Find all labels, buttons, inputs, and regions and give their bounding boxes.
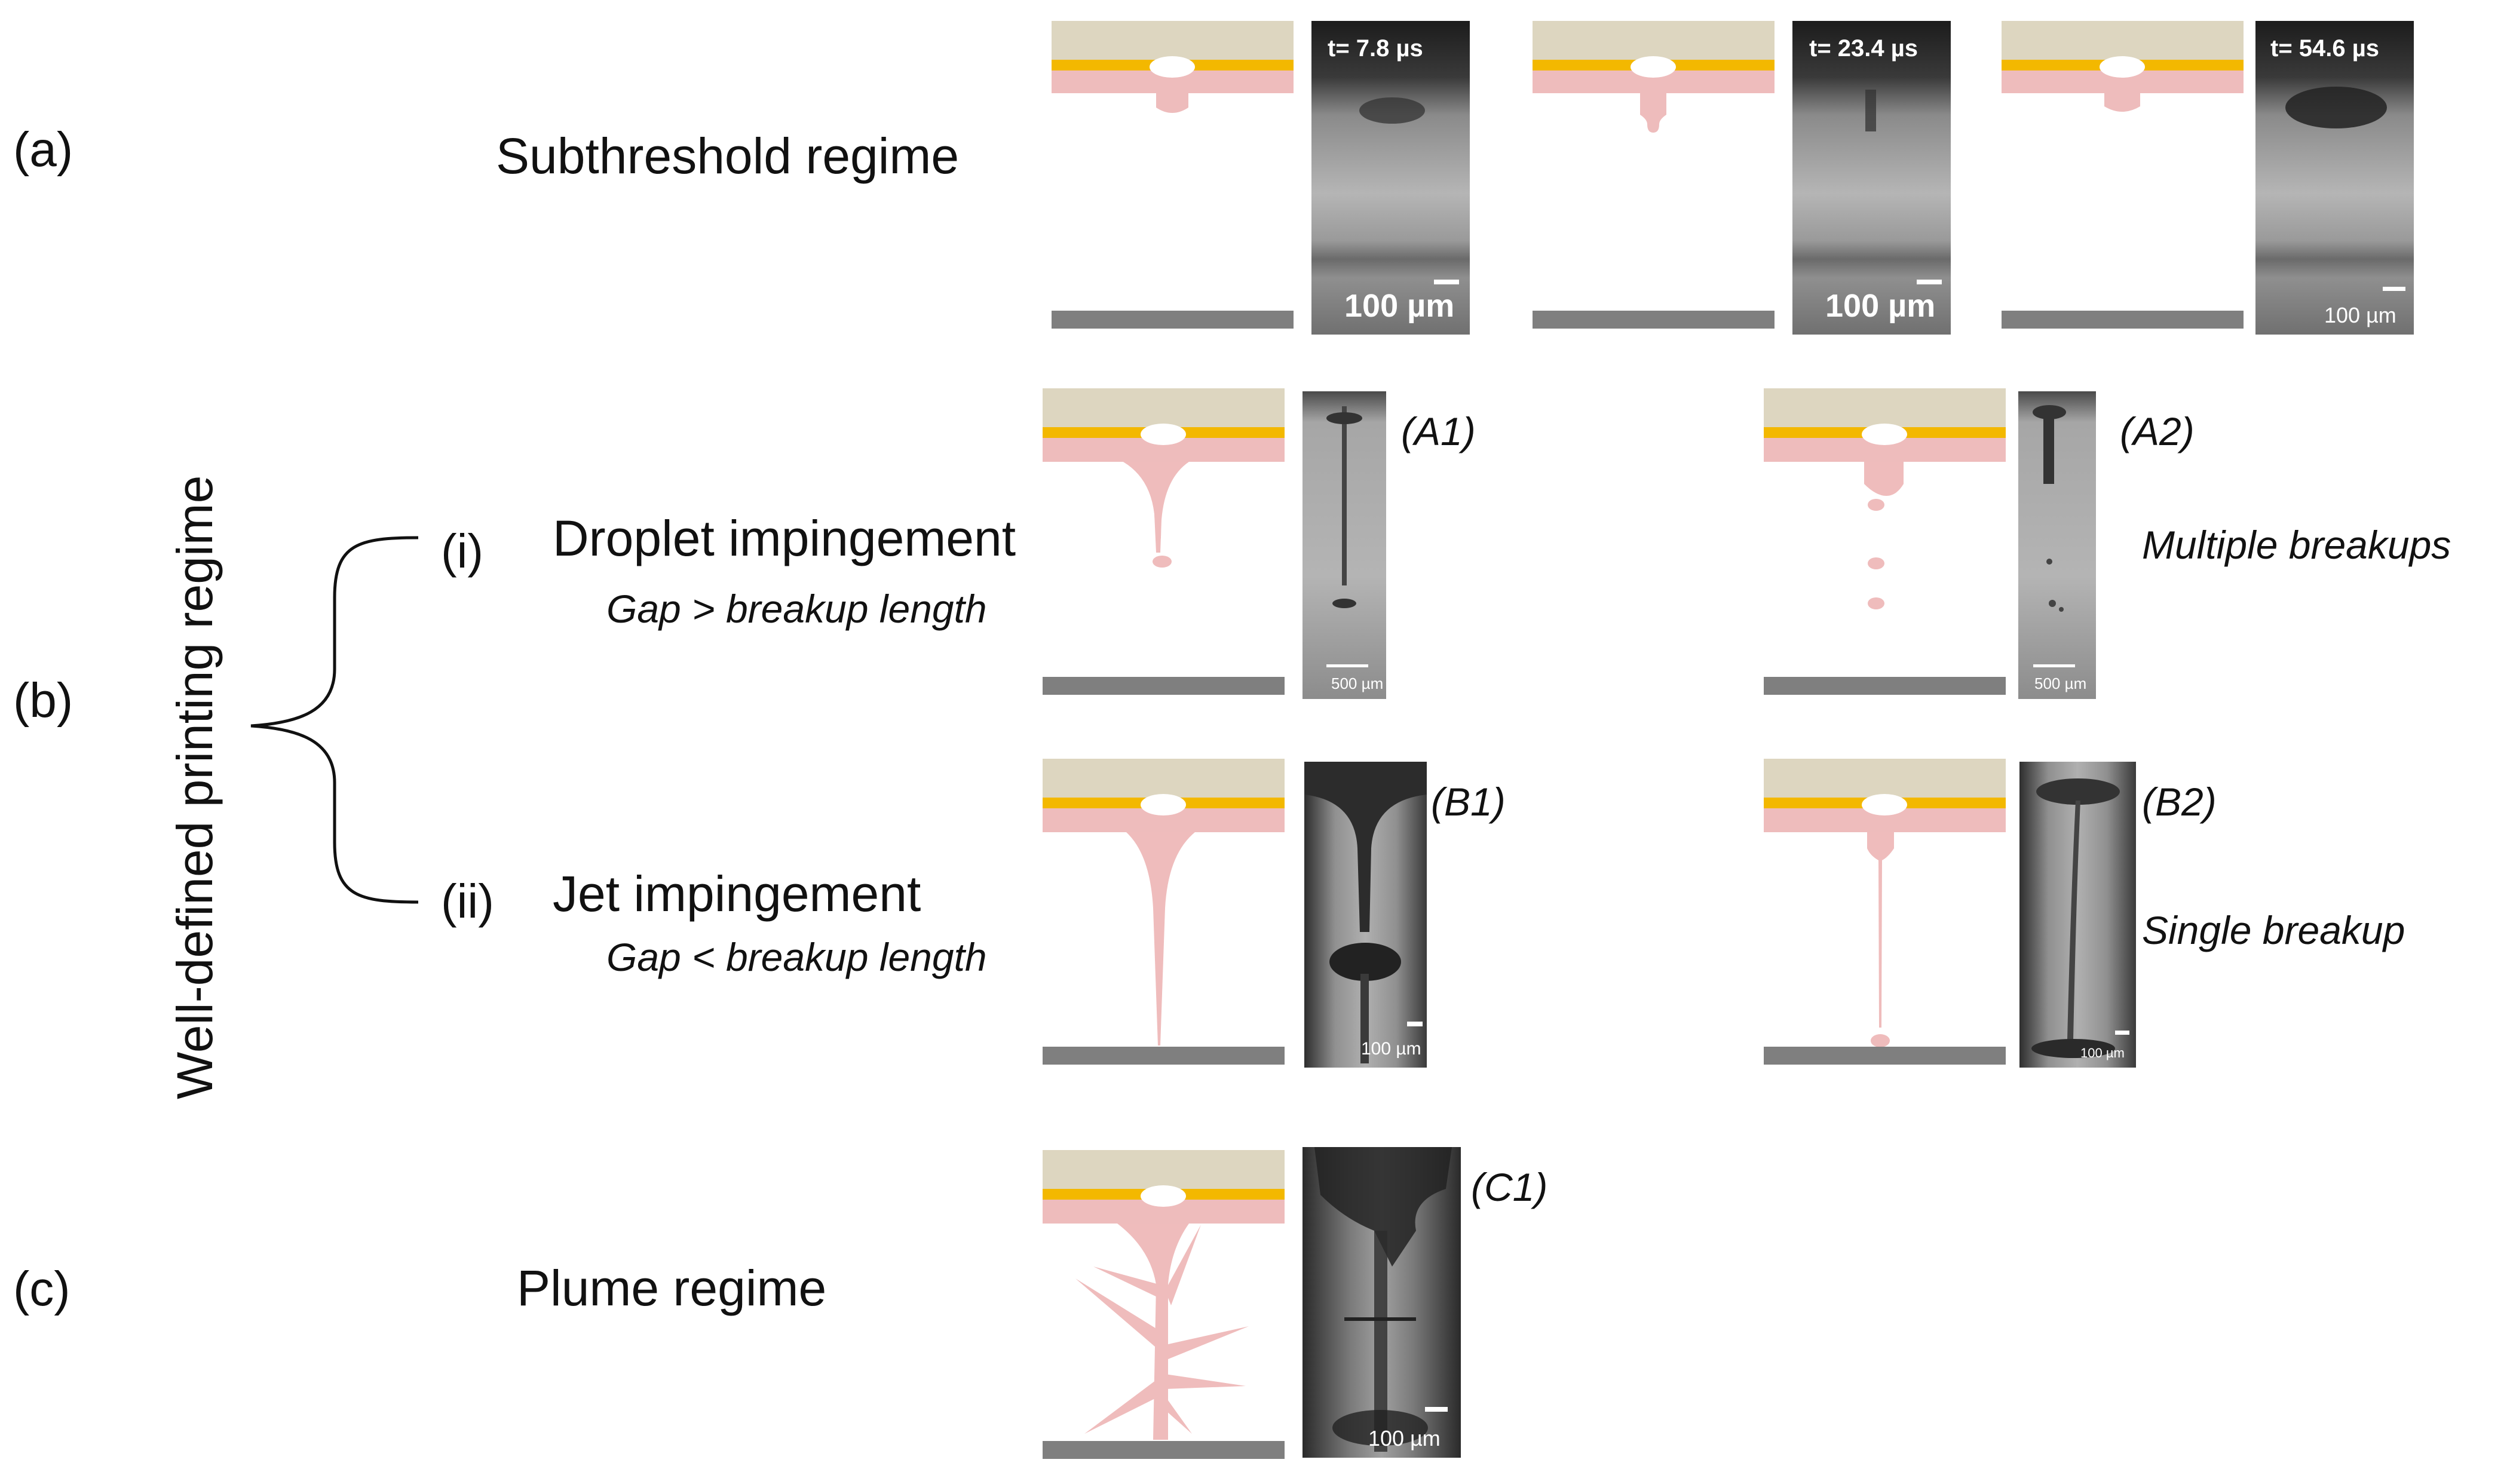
time-label-1: t= 7.8 µs: [1328, 35, 1423, 62]
photo-A2: [2018, 391, 2096, 699]
gap-greater-label: Gap > breakup length: [606, 587, 987, 631]
subthreshold-frame-2: t= 23.4 µs 100 µm: [1533, 21, 1951, 335]
curly-brace-icon: [250, 536, 419, 904]
scale-label-A2: 500 µm: [2034, 674, 2086, 692]
scale-bar: [1917, 280, 1942, 284]
label-ii: (ii): [441, 875, 494, 928]
schematic-B2: [1764, 759, 2006, 1065]
scale-label-A1: 500 µm: [1331, 674, 1383, 692]
gap-less-label: Gap < breakup length: [606, 935, 987, 979]
panel-tag-A1: (A1): [1401, 409, 1476, 453]
scale-label-1: 100 µm: [1344, 288, 1454, 324]
schematic-A2: [1764, 388, 2006, 695]
panel-A2: 500 µm (A2) Multiple breakups: [1764, 388, 2451, 699]
panel-tag-B2: (B2): [2142, 780, 2217, 824]
row-label-b: (b): [13, 673, 73, 728]
schematic-2: [1533, 21, 1775, 329]
scale-bar: [1434, 280, 1459, 284]
panel-A1: 500 µm (A1): [1043, 388, 1476, 699]
panel-C1: 100 µm (C1): [1043, 1147, 1547, 1459]
note-B2: Single breakup: [2142, 908, 2405, 952]
well-defined-title: Well-defined printing regime: [167, 476, 223, 1099]
schematic-B1: [1043, 759, 1285, 1065]
scale-bar: [2383, 287, 2405, 291]
photo-frame-3: [2255, 21, 2414, 335]
subthreshold-title: Subthreshold regime: [496, 128, 959, 184]
scale-label-B1: 100 µm: [1361, 1039, 1421, 1059]
scale-label-C1: 100 µm: [1368, 1426, 1441, 1451]
scale-label-3: 100 µm: [2324, 303, 2396, 327]
panel-B2: 100 µm (B2) Single breakup: [1764, 759, 2405, 1068]
droplet-title: Droplet impingement: [553, 510, 1016, 566]
plume-title: Plume regime: [517, 1260, 826, 1316]
panel-B1: 100 µm (B1): [1043, 759, 1506, 1068]
row-label-a: (a): [13, 122, 73, 177]
panel-tag-B1: (B1): [1431, 780, 1506, 824]
label-i: (i): [441, 525, 483, 578]
schematic-C1: [1043, 1150, 1285, 1459]
schematic-3: [2002, 21, 2244, 329]
subthreshold-frame-3: t= 54.6 µs 100 µm: [2002, 21, 2414, 335]
subthreshold-frame-1: t= 7.8 µs 100 µm: [1052, 21, 1470, 335]
panel-tag-C1: (C1): [1471, 1165, 1547, 1209]
receiver-substrate: [1533, 311, 1775, 329]
note-A2: Multiple breakups: [2142, 523, 2451, 567]
row-label-c: (c): [13, 1262, 71, 1316]
time-label-3: t= 54.6 µs: [2270, 35, 2379, 62]
receiver-substrate: [1052, 311, 1294, 329]
schematic-A1: [1043, 388, 1285, 695]
receiver-substrate: [2002, 311, 2244, 329]
schematic-1: [1052, 21, 1294, 329]
scale-label-B2: 100 µm: [2080, 1045, 2125, 1060]
time-label-2: t= 23.4 µs: [1809, 35, 1918, 62]
jet-title: Jet impingement: [553, 866, 921, 922]
panel-tag-A2: (A2): [2120, 409, 2195, 453]
scale-label-2: 100 µm: [1825, 288, 1935, 324]
